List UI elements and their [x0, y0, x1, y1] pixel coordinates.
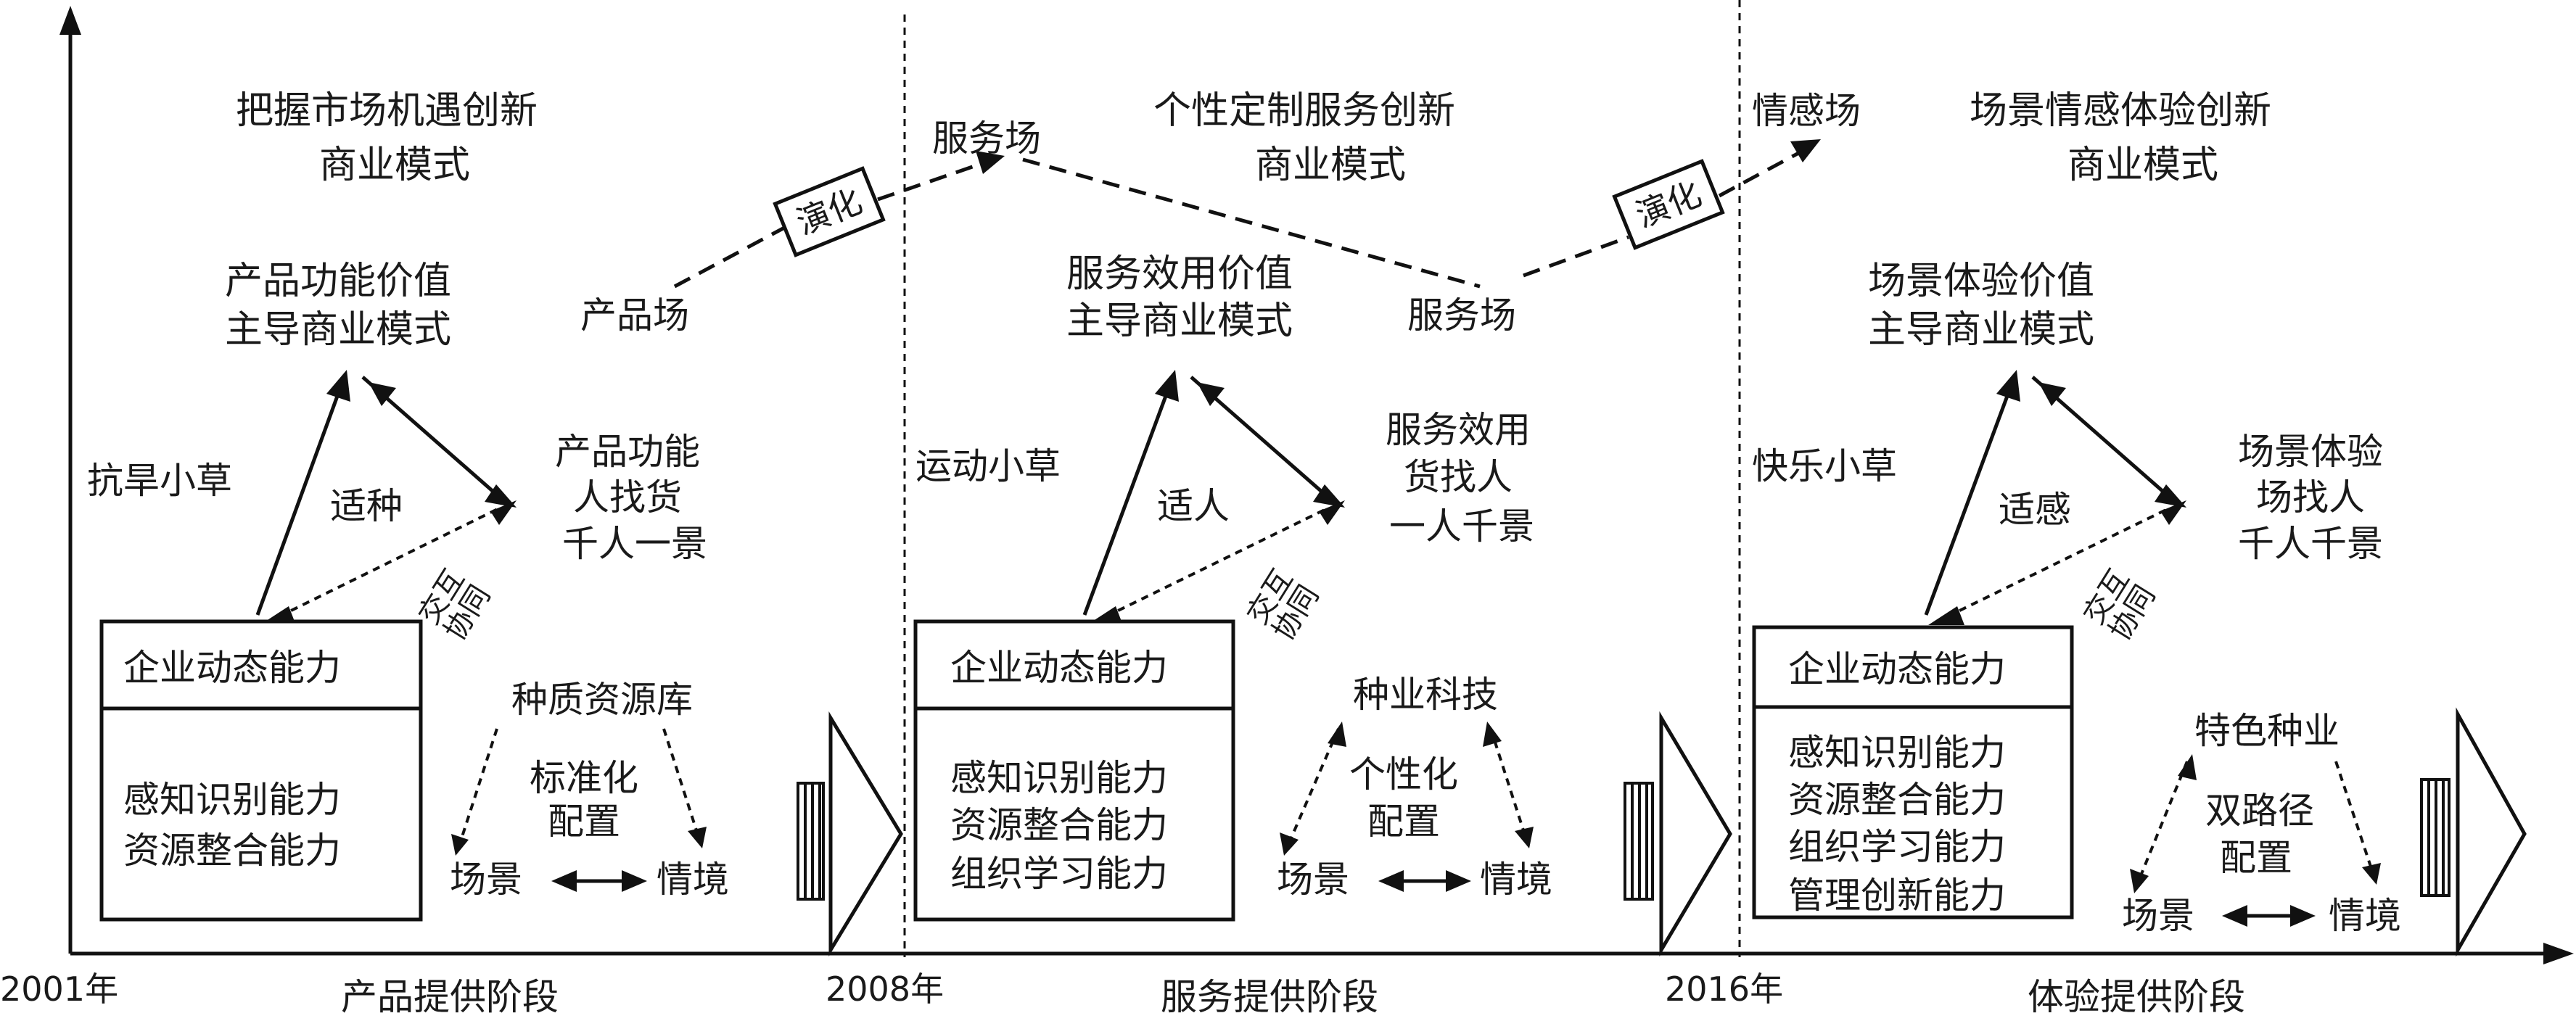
stage-label-service: 服务提供阶段: [1161, 976, 1378, 1017]
capability-box-title: 企业动态能力: [950, 647, 1168, 689]
right-line-2: 货找人: [1404, 456, 1513, 498]
field-service-end: 服务场: [1407, 294, 1516, 336]
year-label-2001: 2001年: [0, 970, 118, 1009]
grass-label: 抗旱小草: [87, 460, 232, 502]
right-line-3: 千人一景: [562, 523, 707, 565]
tri-left-label: 场景: [2122, 895, 2194, 937]
stage-label-experience: 体验提供阶段: [2028, 976, 2245, 1017]
field-emotion: 情感场: [1752, 90, 1861, 132]
stage-label-product: 产品提供阶段: [341, 976, 559, 1017]
capability-box-title: 企业动态能力: [123, 647, 341, 689]
fit-label: 适人: [1157, 485, 1230, 527]
dominant-line-1: 服务效用价值: [1066, 252, 1293, 296]
stage-transition-arrow: [2420, 707, 2527, 957]
right-line-3: 一人千景: [1389, 505, 1534, 547]
capability-item: 感知识别能力: [1788, 732, 2006, 774]
y-axis-arrowhead: [59, 6, 81, 35]
capability-item: 组织学习能力: [1788, 826, 2006, 868]
tri-right-label: 情境: [1480, 859, 1552, 901]
year-label-2008: 2008年: [826, 970, 944, 1009]
axes: [59, 6, 2574, 964]
tri-mid-line-1: 双路径: [2205, 790, 2314, 832]
dominant-line-2: 主导商业模式: [225, 308, 451, 352]
dominant-line-1: 场景体验价值: [1868, 260, 2094, 303]
capability-box-title: 企业动态能力: [1788, 648, 2006, 690]
year-label-2016: 2016年: [1665, 970, 1783, 1009]
tri-mid-line-2: 配置: [1367, 801, 1440, 843]
tri-top-label: 种业科技: [1353, 674, 1498, 716]
tri-right-label: 情境: [657, 859, 729, 901]
interact-label: 交互 协同: [2077, 563, 2162, 646]
right-line-1: 服务效用: [1386, 409, 1531, 451]
fit-label: 适种: [330, 485, 403, 527]
capability-item: 感知识别能力: [123, 779, 341, 821]
tri-mid-line-2: 配置: [548, 801, 620, 843]
capability-box: [913, 619, 1235, 922]
interact-label: 交互 协同: [412, 563, 497, 646]
tri-right-label: 情境: [2329, 895, 2401, 937]
tri-mid-line-1: 标准化: [530, 757, 638, 799]
panel-service-stage: 个性定制服务创新 商业模式 服务效用价值 主导商业模式 运动小草 适人 服务效用…: [913, 89, 1732, 957]
innovation-line-2: 商业模式: [2067, 144, 2218, 187]
dominant-line-2: 主导商业模式: [1868, 308, 2094, 352]
right-line-2: 场找人: [2256, 476, 2365, 518]
field-product: 产品场: [580, 294, 689, 336]
dominant-line-2: 主导商业模式: [1066, 299, 1293, 343]
capability-box: [1752, 625, 2074, 919]
panel-product-stage: 把握市场机遇创新 商业模式 产品功能价值 主导商业模式 抗旱小草 适种 产品功能…: [87, 89, 903, 956]
innovation-line-1: 个性定制服务创新: [1153, 89, 1455, 133]
capability-item: 资源整合能力: [123, 830, 341, 872]
right-line-1: 产品功能: [555, 431, 700, 473]
grass-label: 快乐小草: [1752, 445, 1897, 487]
evolution-box-2: 演化: [1612, 159, 1725, 250]
capability-item: 管理创新能力: [1788, 875, 2006, 917]
tri-top-label: 特色种业: [2194, 710, 2340, 752]
panel-experience-stage: 场景情感体验创新 商业模式 场景体验价值 主导商业模式 快乐小草 适感 场景体验…: [1752, 89, 2527, 957]
tri-mid-line-2: 配置: [2220, 837, 2292, 879]
stage-transition-arrow: [797, 711, 903, 956]
fit-label: 适感: [1999, 489, 2071, 531]
evolution-box-1: 演化: [773, 166, 886, 257]
capability-item: 资源整合能力: [1788, 779, 2006, 821]
capability-item: 资源整合能力: [950, 804, 1168, 846]
x-axis-arrowhead: [2543, 943, 2574, 964]
right-line-2: 人找货: [573, 476, 682, 518]
capability-item: 组织学习能力: [950, 853, 1168, 895]
tri-left-label: 场景: [450, 859, 522, 901]
innovation-line-2: 商业模式: [1255, 144, 1406, 187]
innovation-line-1: 把握市场机遇创新: [236, 89, 538, 133]
innovation-line-1: 场景情感体验创新: [1970, 89, 2271, 133]
right-line-3: 千人千景: [2238, 523, 2383, 565]
interact-label: 交互 协同: [1240, 563, 1325, 646]
innovation-line-2: 商业模式: [319, 144, 470, 187]
capability-box: [99, 619, 423, 922]
tri-mid-line-1: 个性化: [1349, 753, 1458, 795]
field-service-start: 服务场: [932, 117, 1041, 160]
tri-top-label: 种质资源库: [511, 679, 693, 721]
right-line-1: 场景体验: [2238, 431, 2383, 473]
dominant-line-1: 产品功能价值: [225, 260, 451, 303]
tri-left-label: 场景: [1277, 859, 1349, 901]
grass-label: 运动小草: [915, 445, 1061, 487]
stage-transition-arrow: [1624, 711, 1732, 957]
capability-item: 感知识别能力: [950, 757, 1168, 799]
evolution-path: 演化 演化 产品场 服务场 服务场 情感场: [580, 90, 1861, 336]
